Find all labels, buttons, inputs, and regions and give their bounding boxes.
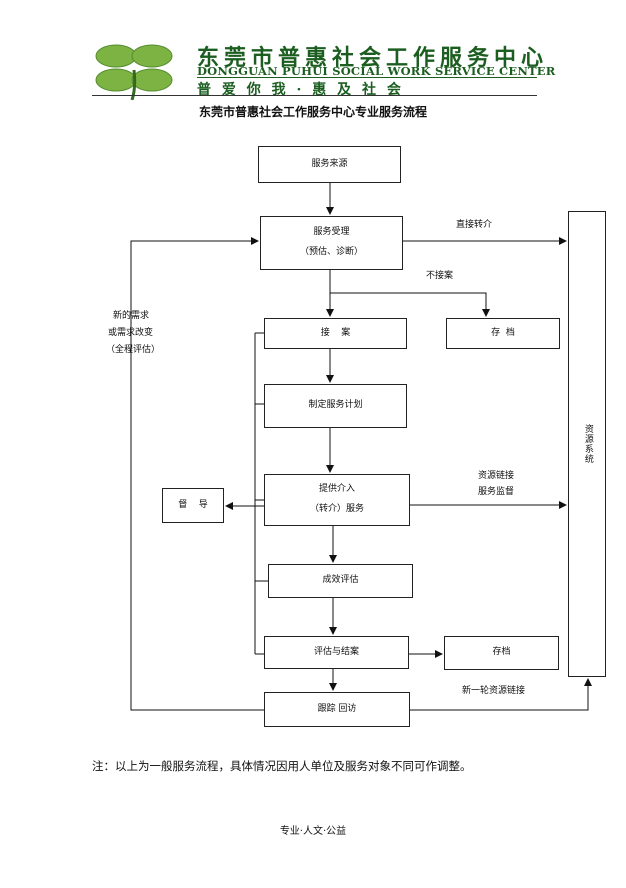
node-service-acceptance: 服务受理 （预估、诊断） (260, 216, 403, 270)
footnote: 注：以上为一般服务流程，具体情况因用人单位及服务对象不同可作调整。 (92, 759, 472, 773)
document-title: 东莞市普惠社会工作服务中心专业服务流程 (198, 105, 427, 119)
label-new-need-3: （全程评估） (106, 345, 161, 355)
label-new-need-1: 新的需求 (113, 311, 150, 321)
org-name-en: DONGGUAN PUHUI SOCIAL WORK SERVICE CENTE… (197, 64, 556, 78)
label-service-supervision: 服务监督 (478, 487, 515, 497)
label-resource-link: 资源链接 (478, 471, 515, 481)
page-footer: 专业·人文·公益 (279, 826, 347, 837)
node-resource-system: 资源系统 (568, 211, 606, 677)
node-archive-2: 存档 (444, 636, 559, 670)
header-divider-green (197, 77, 537, 78)
node-archive-1: 存 档 (446, 318, 560, 349)
node-evaluation-closure: 评估与结案 (264, 636, 409, 669)
label-direct-referral: 直接转介 (456, 220, 493, 230)
node-service-source: 服务来源 (258, 146, 401, 183)
node-follow-up: 跟踪 回访 (264, 692, 410, 727)
four-leaf-clover-icon (95, 44, 173, 100)
node-supervision: 督 导 (162, 488, 224, 523)
node-service-plan: 制定服务计划 (264, 384, 407, 428)
node-outcome-evaluation: 成效评估 (268, 564, 413, 598)
node-intervention: 提供介入 （转介）服务 (264, 474, 410, 526)
label-new-round-resource-link: 新一轮资源链接 (462, 686, 526, 696)
node-intake: 接 案 (264, 318, 407, 349)
org-name-cn: 东莞市普惠社会工作服务中心 (197, 45, 549, 71)
org-slogan: 普 爱 你 我 · 惠 及 社 会 (197, 82, 404, 98)
label-not-accepted: 不接案 (426, 271, 454, 281)
label-new-need-2: 或需求改变 (108, 328, 154, 338)
header-divider (92, 95, 537, 96)
